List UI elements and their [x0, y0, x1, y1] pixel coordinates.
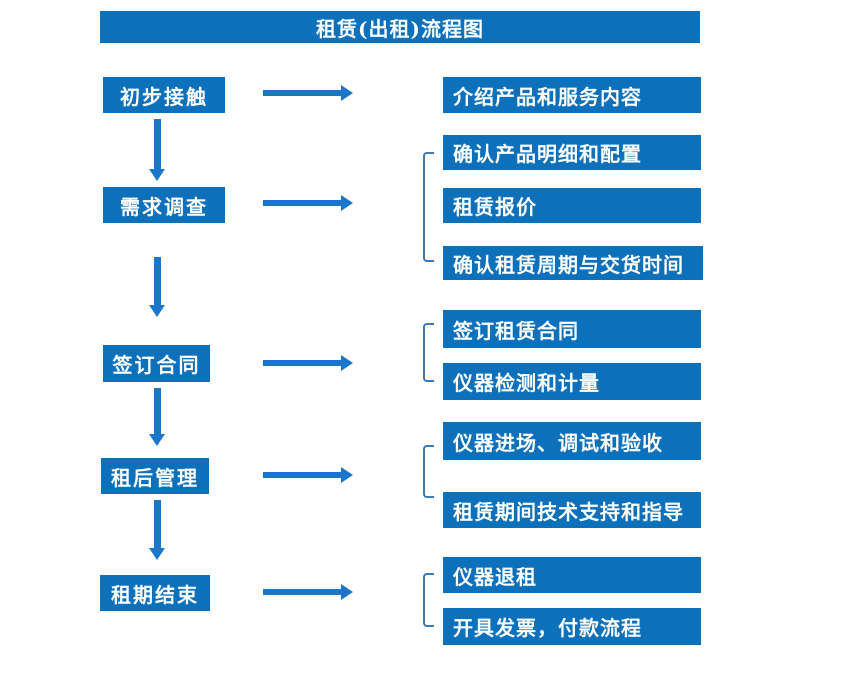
right-arrow-stem [263, 589, 342, 595]
right-arrow-5 [263, 584, 353, 600]
right-arrow-head [341, 467, 353, 483]
down-arrow-1 [149, 119, 166, 181]
output-rental-tech-support: 租赁期间技术支持和指导 [443, 492, 701, 528]
output-introduce-products: 介绍产品和服务内容 [443, 77, 701, 113]
down-arrow-2 [149, 257, 166, 317]
output-confirm-rental-period: 确认租赁周期与交货时间 [443, 246, 703, 280]
output-sign-rental-contract: 签订租赁合同 [443, 310, 701, 348]
down-arrow-head [149, 548, 165, 560]
down-arrow-head [149, 169, 165, 181]
output-instrument-setup-acceptance: 仪器进场、调试和验收 [443, 422, 701, 460]
right-arrow-head [341, 584, 353, 600]
down-arrow-3 [149, 388, 166, 446]
down-arrow-stem [154, 500, 161, 549]
down-arrow-head [149, 305, 165, 317]
output-confirm-product-details: 确认产品明细和配置 [443, 135, 701, 170]
down-arrow-head [149, 434, 165, 446]
stage-post-rental-management: 租后管理 [101, 458, 209, 494]
bracket-rental-end-group [423, 573, 434, 627]
right-arrow-head [341, 355, 353, 371]
flowchart-title: 租赁(出租)流程图 [100, 11, 700, 43]
right-arrow-2 [263, 195, 353, 211]
right-arrow-stem [263, 200, 342, 206]
stage-initial-contact: 初步接触 [103, 77, 225, 113]
stage-demand-survey: 需求调查 [103, 187, 225, 223]
bracket-demand-survey-group [423, 152, 434, 262]
bracket-post-rental-group [423, 445, 434, 498]
right-arrow-4 [263, 467, 353, 483]
down-arrow-4 [149, 500, 166, 560]
output-instrument-return: 仪器退租 [443, 557, 701, 593]
output-invoice-payment: 开具发票，付款流程 [443, 608, 701, 645]
down-arrow-stem [154, 257, 161, 306]
down-arrow-stem [154, 119, 161, 170]
right-arrow-stem [263, 472, 342, 478]
stage-rental-end: 租期结束 [100, 575, 210, 611]
right-arrow-stem [263, 360, 342, 366]
bracket-sign-contract-group [423, 323, 434, 382]
right-arrow-1 [263, 85, 353, 101]
right-arrow-3 [263, 355, 353, 371]
right-arrow-stem [263, 90, 342, 96]
right-arrow-head [341, 195, 353, 211]
right-arrow-head [341, 85, 353, 101]
stage-sign-contract: 签订合同 [103, 345, 210, 382]
output-rental-quotation: 租赁报价 [443, 188, 701, 223]
down-arrow-stem [154, 388, 161, 435]
output-instrument-testing: 仪器检测和计量 [443, 363, 701, 400]
